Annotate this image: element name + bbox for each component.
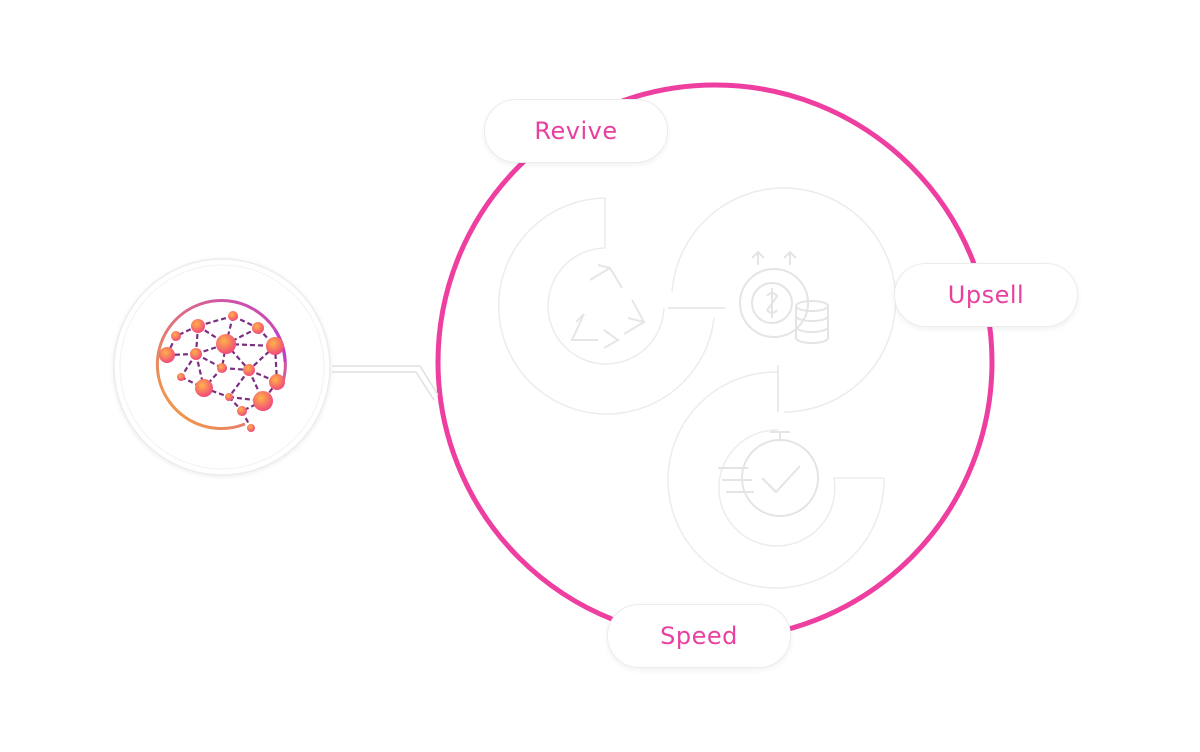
label-speed: Speed [607, 604, 791, 668]
stopwatch-check-icon [718, 431, 819, 517]
brain-network-icon [155, 299, 287, 432]
inner-swirl [497, 187, 897, 589]
label-upsell: Upsell [894, 263, 1078, 327]
brain-node [113, 258, 331, 476]
recycle-icon [570, 264, 646, 349]
label-revive: Revive [484, 99, 668, 163]
cycle-ring [435, 82, 995, 642]
connector-line [332, 365, 439, 401]
money-growth-icon [739, 250, 829, 344]
icon-connectors [668, 307, 779, 412]
